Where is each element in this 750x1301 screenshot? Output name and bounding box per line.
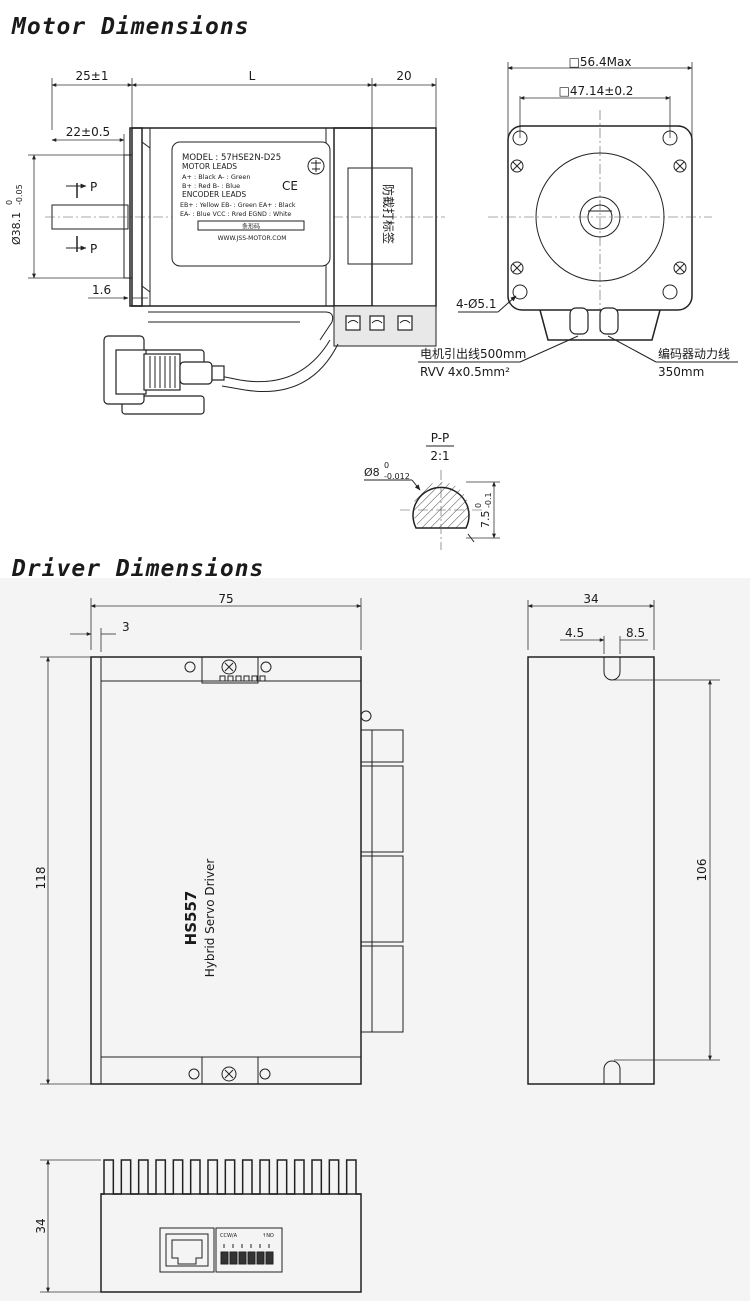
antifake-label-box [347,167,413,265]
section-dia-tol-lower: -0.012 [384,472,410,481]
section-marker-bottom: P [90,242,97,256]
motor-side-view: 25±1 L 20 22±0.5 Ø38.1 0 -0.05 P P [5,69,445,415]
label-website: WWW.JSS-MOTOR.COM [218,235,287,242]
dim-driver-height: 118 [34,867,48,890]
dim-bottom-height: 34 [34,1218,48,1233]
section-marker-top: P [90,180,97,194]
section-flat-tol-upper: 0 [474,503,483,508]
top-screw-icon [221,659,237,675]
label-encoder-leads: ENCODER LEADS [182,190,246,199]
driver-drawing: 75 3 118 [0,578,750,1301]
label-motor-leads: MOTOR LEADS [182,162,237,171]
dim-slot-spacing: 106 [695,859,709,882]
bottom-screw-icon [221,1066,237,1082]
motor-rating-label [171,141,331,267]
db9-connector [103,335,225,415]
dim-shaft-tol-upper: 0 [5,200,14,205]
dim-flange-length: 25±1 [76,69,109,83]
dim-flange-thickness: 1.6 [92,283,111,297]
driver-front-view: 75 3 118 [34,592,404,1085]
label-leads-a: A+ : Black A- : Green [182,173,251,181]
dim-body-length: L [249,69,256,83]
dim-shaft-tol-lower: -0.05 [15,184,24,205]
section-flat-tol-lower: -0.1 [484,492,493,508]
label-model: MODEL : 57HSE2N-D25 [182,153,281,163]
ce-mark: CE [282,179,298,193]
dip-right-label: ↑NO [262,1233,274,1239]
dim-square-max: □56.4Max [569,55,632,69]
label-encoder-a: EA- : Blue VCC : Rred EGND : White [180,211,291,218]
driver-model: HS557 [182,891,200,946]
motor-front-view: □56.4Max □47.14±0.2 4-Ø5.1 [418,55,738,379]
lead-length-note: 电机引出线500mm [420,347,526,361]
dim-driver-width: 75 [218,592,233,606]
lead-spec-note: RVV 4x0.5mm² [420,365,510,379]
dim-rear-length: 20 [396,69,411,83]
dip-left-label: CCW/A [220,1233,238,1239]
section-diameter: Ø8 [364,466,380,479]
encoder-cable-length: 350mm [658,365,704,379]
dim-shaft-diameter: Ø38.1 [10,212,23,245]
dim-slot-right: 8.5 [626,626,645,640]
label-leads-b: B+ : Red B- : Blue [182,182,240,190]
motor-dimensions-title: Motor Dimensions [12,14,250,40]
label-barcode: 条形码 [242,223,260,231]
certification-icon [307,157,325,175]
driver-dimensions-title: Driver Dimensions [12,556,265,582]
dim-slot-left: 4.5 [565,626,584,640]
dip-switch: CCW/A ↑NO [215,1227,283,1273]
shaft-section-view: P-P 2:1 Ø8 0 -0.012 7.5 0 -0.1 [364,431,500,550]
dim-pilot-length: 22±0.5 [66,125,110,139]
section-scale: 2:1 [430,449,449,463]
driver-bottom-view: 34 CCW/A ↑NO [34,1159,362,1293]
label-encoder-b: EB+ : Yellow EB- : Green EA+ : Black [180,202,296,209]
section-title: P-P [431,431,450,445]
dim-mounting-holes: 4-Ø5.1 [456,297,497,311]
section-dia-tol-upper: 0 [384,461,389,470]
dim-side-width: 34 [583,592,598,606]
dim-driver-edge: 3 [122,620,130,634]
encoder-cable-note: 编码器动力线 [658,346,730,361]
rj45-port [159,1227,215,1273]
section-flat: 7.5 [479,511,492,529]
driver-product-name: Hybrid Servo Driver [203,859,217,978]
antifake-label: 防截打标签 [381,184,396,244]
front-screw-icons [510,159,687,275]
dim-bolt-spacing: □47.14±0.2 [559,84,634,98]
driver-side-view: 34 4.5 8.5 106 [527,592,720,1085]
motor-drawing: 25±1 L 20 22±0.5 Ø38.1 0 -0.05 P P [5,55,738,550]
